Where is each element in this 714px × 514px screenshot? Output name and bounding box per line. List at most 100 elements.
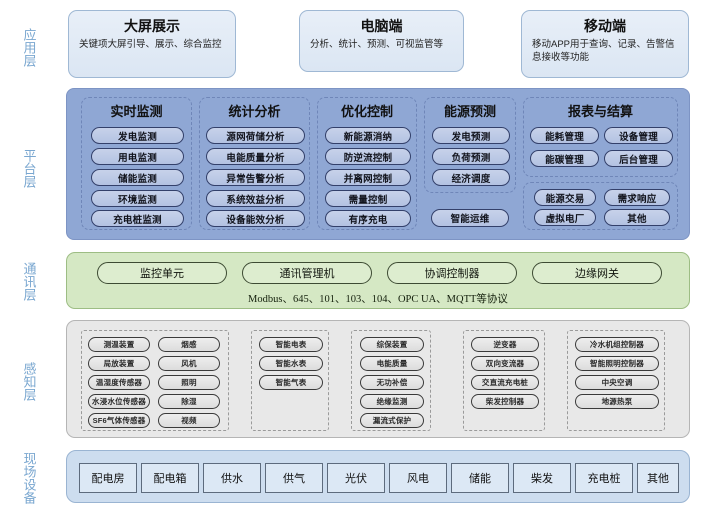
- platform-column-title: 统计分析: [228, 104, 281, 119]
- field-item-wind-power[interactable]: 风电: [389, 463, 447, 493]
- field-item-photovoltaic[interactable]: 光伏: [327, 463, 385, 493]
- field-item-distribution-room[interactable]: 配电房: [79, 463, 137, 493]
- app-card-desc: 分析、统计、预测、可视监管等: [310, 39, 444, 50]
- perception-item[interactable]: 局放装置: [88, 356, 150, 371]
- perception-item[interactable]: 智能电表: [259, 337, 323, 352]
- communication-layer-band: 监控单元 通讯管理机 协调控制器 边缘网关 Modbus、645、101、103…: [66, 252, 690, 309]
- platform-item[interactable]: 能碳管理: [530, 150, 599, 167]
- field-item-gas-supply[interactable]: 供气: [265, 463, 323, 493]
- perception-item[interactable]: 智能水表: [259, 356, 323, 371]
- platform-item[interactable]: 电能质量分析: [206, 148, 305, 165]
- platform-item[interactable]: 环境监测: [91, 190, 184, 207]
- platform-item[interactable]: 其他: [604, 209, 670, 226]
- platform-item[interactable]: 能耗管理: [530, 127, 599, 144]
- platform-item[interactable]: 新能源消纳: [325, 127, 411, 144]
- perception-group-hvac-controllers: 冷水机组控制器 智能照明控制器 中央空调 地源热泵: [567, 330, 665, 431]
- platform-column-title: 报表与结算: [567, 104, 633, 119]
- comm-unit-coordination-controller[interactable]: 协调控制器: [387, 262, 517, 284]
- platform-item[interactable]: 发电监测: [91, 127, 184, 144]
- layer-label-field: 现场设备: [21, 452, 37, 504]
- perception-item[interactable]: 逆变器: [471, 337, 539, 352]
- platform-column-market-services: 能源交易 需求响应 虚拟电厂 其他: [523, 182, 678, 230]
- field-item-diesel-generator[interactable]: 柴发: [513, 463, 571, 493]
- platform-item[interactable]: 有序充电: [325, 210, 411, 227]
- perception-group-converters: 逆变器 双向变流器 交直流充电桩 柴发控制器: [463, 330, 545, 431]
- platform-column-realtime-monitoring: 实时监测 发电监测 用电监测 储能监测 环境监测 充电桩监测: [81, 97, 192, 230]
- perception-item[interactable]: 风机: [158, 356, 220, 371]
- platform-item[interactable]: 经济调度: [432, 169, 510, 186]
- platform-item[interactable]: 需求响应: [604, 189, 670, 206]
- field-item-energy-storage[interactable]: 储能: [451, 463, 509, 493]
- perception-item[interactable]: 温湿度传感器: [88, 375, 150, 390]
- platform-column-optimization-control: 优化控制 新能源消纳 防逆流控制 并离网控制 需量控制 有序充电: [317, 97, 417, 230]
- app-card-title: 移动端: [584, 18, 626, 34]
- perception-item[interactable]: SF6气体传感器: [88, 413, 150, 428]
- field-item-charging-pile[interactable]: 充电桩: [575, 463, 633, 493]
- field-item-water-supply[interactable]: 供水: [203, 463, 261, 493]
- platform-item[interactable]: 虚拟电厂: [534, 209, 596, 226]
- platform-item[interactable]: 系统效益分析: [206, 190, 305, 207]
- perception-item[interactable]: 除湿: [158, 394, 220, 409]
- app-card-title: 电脑端: [360, 18, 403, 34]
- perception-group-substation-sensors: 测温装置 局放装置 温湿度传感器 水浸水位传感器 SF6气体传感器 烟感 风机 …: [81, 330, 229, 431]
- app-card-desc: 移动APP用于查询、记录、告警信息接收等功能: [532, 39, 675, 63]
- perception-item[interactable]: 漏流式保护: [360, 413, 424, 428]
- platform-item[interactable]: 设备管理: [604, 127, 673, 144]
- platform-column-statistical-analysis: 统计分析 源网荷储分析 电能质量分析 异常告警分析 系统效益分析 设备能效分析: [199, 97, 310, 230]
- perception-item[interactable]: 智能照明控制器: [575, 356, 659, 371]
- platform-item-intelligent-ops[interactable]: 智能运维: [431, 209, 509, 227]
- field-item-other[interactable]: 其他: [637, 463, 679, 493]
- platform-item[interactable]: 用电监测: [91, 148, 184, 165]
- perception-item[interactable]: 视频: [158, 413, 220, 428]
- perception-item[interactable]: 柴发控制器: [471, 394, 539, 409]
- perception-item[interactable]: 测温装置: [88, 337, 150, 352]
- perception-item[interactable]: 交直流充电桩: [471, 375, 539, 390]
- app-card-desc: 关键项大屏引导、展示、综合监控: [79, 39, 222, 50]
- perception-item[interactable]: 照明: [158, 375, 220, 390]
- platform-column-title: 实时监测: [110, 104, 163, 119]
- platform-item[interactable]: 发电预测: [432, 127, 510, 144]
- platform-item[interactable]: 设备能效分析: [206, 210, 305, 227]
- perception-item[interactable]: 地源热泵: [575, 394, 659, 409]
- app-card-mobile[interactable]: 移动端 移动APP用于查询、记录、告警信息接收等功能: [521, 10, 689, 78]
- perception-item[interactable]: 智能气表: [259, 375, 323, 390]
- layer-label-platform: 平台层: [21, 148, 37, 188]
- comm-unit-edge-gateway[interactable]: 边缘网关: [532, 262, 662, 284]
- perception-item[interactable]: 综保装置: [360, 337, 424, 352]
- platform-column-reports-settlement: 报表与结算 能耗管理 设备管理 能碳管理 后台管理: [523, 97, 678, 177]
- platform-item[interactable]: 防逆流控制: [325, 148, 411, 165]
- perception-item[interactable]: 冷水机组控制器: [575, 337, 659, 352]
- platform-item[interactable]: 后台管理: [604, 150, 673, 167]
- platform-column-energy-forecast: 能源预测 发电预测 负荷预测 经济调度: [424, 97, 516, 193]
- platform-item[interactable]: 负荷预测: [432, 148, 510, 165]
- platform-item[interactable]: 能源交易: [534, 189, 596, 206]
- app-card-title: 大屏展示: [124, 18, 180, 34]
- platform-item[interactable]: 充电桩监测: [91, 210, 184, 227]
- platform-item[interactable]: 异常告警分析: [206, 169, 305, 186]
- perception-item[interactable]: 电能质量: [360, 356, 424, 371]
- layer-label-application: 应用层: [21, 27, 37, 67]
- platform-item[interactable]: 需量控制: [325, 190, 411, 207]
- perception-item[interactable]: 中央空调: [575, 375, 659, 390]
- app-card-desktop[interactable]: 电脑端 分析、统计、预测、可视监管等: [299, 10, 464, 72]
- communication-protocols-text: Modbus、645、101、103、104、OPC UA、MQTT等协议: [248, 294, 508, 305]
- platform-item[interactable]: 并离网控制: [325, 169, 411, 186]
- comm-unit-communication-manager[interactable]: 通讯管理机: [242, 262, 372, 284]
- field-item-distribution-box[interactable]: 配电箱: [141, 463, 199, 493]
- field-device-layer-band: 配电房 配电箱 供水 供气 光伏 风电 储能 柴发 充电桩 其他: [66, 450, 690, 503]
- perception-item[interactable]: 双向变流器: [471, 356, 539, 371]
- perception-item[interactable]: 绝缘监测: [360, 394, 424, 409]
- platform-column-title: 优化控制: [340, 104, 393, 119]
- comm-unit-monitoring[interactable]: 监控单元: [97, 262, 227, 284]
- platform-item[interactable]: 储能监测: [91, 169, 184, 186]
- perception-item[interactable]: 烟感: [158, 337, 220, 352]
- platform-column-title: 能源预测: [443, 104, 496, 119]
- perception-layer-band: 测温装置 局放装置 温湿度传感器 水浸水位传感器 SF6气体传感器 烟感 风机 …: [66, 320, 690, 438]
- app-card-big-screen[interactable]: 大屏展示 关键项大屏引导、展示、综合监控: [68, 10, 236, 78]
- perception-item[interactable]: 无功补偿: [360, 375, 424, 390]
- perception-group-power-protection: 综保装置 电能质量 无功补偿 绝缘监测 漏流式保护: [351, 330, 431, 431]
- platform-item[interactable]: 源网荷储分析: [206, 127, 305, 144]
- layer-label-communication: 通讯层: [21, 261, 37, 301]
- perception-item[interactable]: 水浸水位传感器: [88, 394, 150, 409]
